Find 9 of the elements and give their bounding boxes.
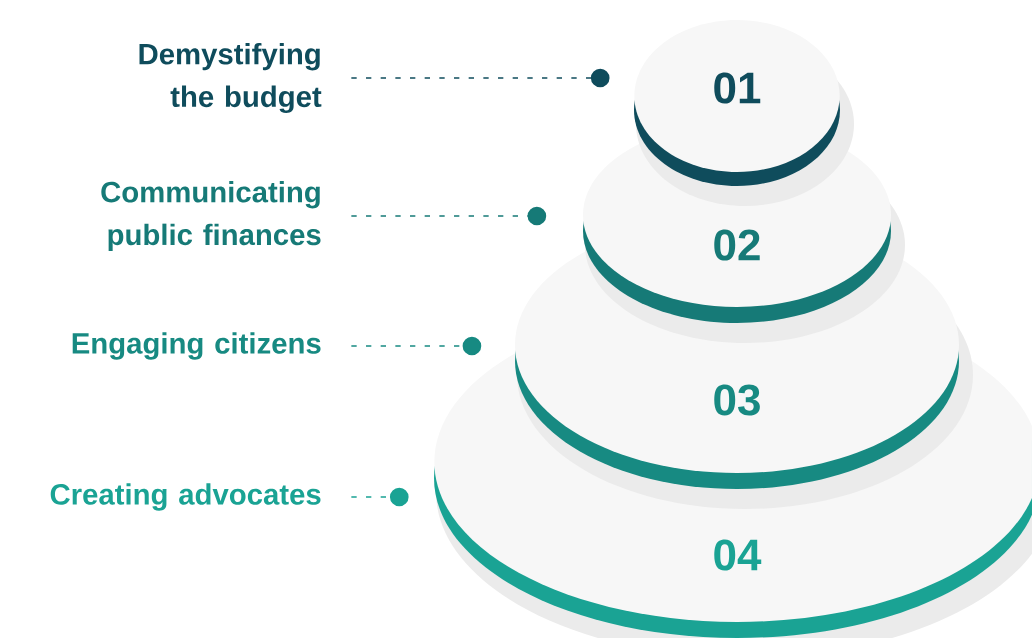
leader-line bbox=[350, 487, 409, 507]
step-label: Creating advocates bbox=[50, 483, 321, 511]
leader-line bbox=[350, 336, 482, 356]
leader-line bbox=[350, 68, 610, 88]
disc: 01 bbox=[634, 20, 854, 206]
step-label: Engaging citizens bbox=[72, 332, 321, 360]
step-label: Demystifying the budget bbox=[139, 42, 322, 114]
step-label: Communicating public finances bbox=[101, 181, 321, 251]
leader-line bbox=[350, 206, 547, 226]
